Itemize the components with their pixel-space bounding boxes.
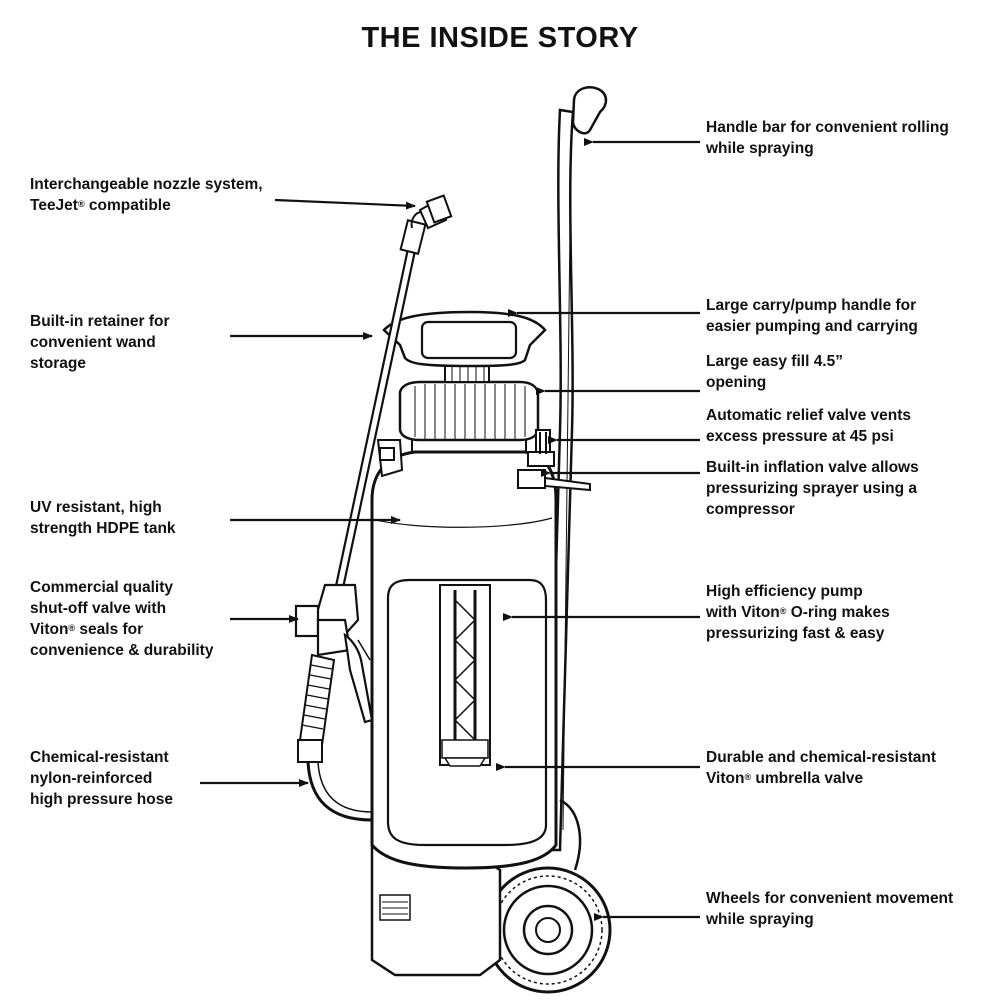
label-inflation-valve: Built-in inflation valve allows pressuri… [706,459,919,518]
label-fill-opening: Large easy fill 4.5” opening [706,353,843,391]
base [370,843,502,977]
wand-retainer [376,439,404,478]
label-nozzle-system: Interchangeable nozzle system, TeeJet® c… [30,176,263,214]
label-carry-handle: Large carry/pump handle for easier pumpi… [706,297,918,335]
shut-off-valve [294,583,374,724]
label-pump: High efficiency pump with Viton® O-ring … [706,583,890,642]
relief-valve [527,429,555,467]
inflation-valve [517,469,591,492]
tank-cap [398,380,540,452]
label-handle-bar: Handle bar for convenient rolling while … [706,119,949,157]
pump-handle [382,310,547,383]
wand [331,194,453,604]
hose [297,653,373,822]
page-title: THE INSIDE STORY [361,22,639,54]
leader-lines [200,138,700,921]
label-shut-off-valve: Commercial quality shut-off valve with V… [30,579,214,659]
wheel [484,798,612,994]
label-umbrella-valve: Durable and chemical-resistant Viton® um… [706,749,936,787]
pump-cylinder [439,584,491,767]
label-wheels: Wheels for convenient movement while spr… [706,890,954,928]
label-wand-retainer: Built-in retainer for convenient wand st… [30,313,170,372]
label-hose: Chemical-resistant nylon-reinforced high… [30,749,173,808]
label-relief-valve: Automatic relief valve vents excess pres… [706,407,912,445]
label-hdpe-tank: UV resistant, high strength HDPE tank [30,499,176,537]
